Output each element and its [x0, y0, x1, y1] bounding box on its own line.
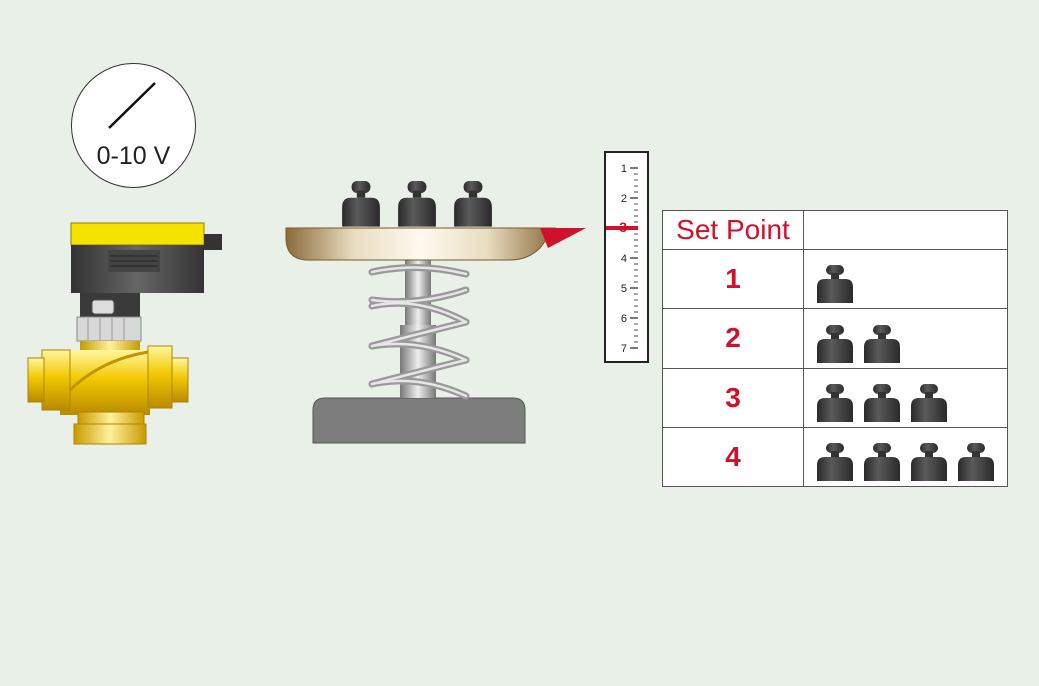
plate-weight — [342, 181, 380, 227]
scale-tick-label: 4 — [621, 253, 627, 265]
set-point-number: 4 — [662, 426, 804, 488]
table-row: 2 — [662, 308, 1008, 369]
weight-icon — [817, 324, 853, 363]
scale-tick-label: 2 — [621, 193, 627, 205]
weight-icon — [911, 383, 947, 422]
scale-tick-label: 6 — [621, 313, 627, 325]
scale-tick-label: 5 — [621, 283, 627, 295]
weight-icons — [817, 265, 853, 304]
set-point-number: 3 — [662, 367, 804, 428]
position-scale: 1 2 3 4 5 6 7 — [604, 151, 649, 363]
set-point-number: 1 — [662, 249, 804, 310]
set-point-weights — [803, 308, 1008, 369]
weight-icon — [817, 265, 853, 304]
set-point-header: Set Point — [662, 209, 804, 251]
weight-icon — [864, 443, 900, 481]
set-point-weights — [803, 249, 1008, 310]
set-point-weights — [803, 426, 1008, 488]
weight-icon — [911, 443, 947, 481]
weight-icon — [817, 383, 853, 422]
weight-icons — [817, 324, 900, 363]
scale-tick-label: 3 — [619, 219, 627, 235]
plate-weights — [342, 181, 492, 227]
table-row: 1 — [662, 249, 1008, 310]
plate-weight — [454, 181, 492, 227]
weight-icon — [958, 443, 994, 481]
scale-tick-label: 1 — [621, 163, 627, 175]
table-row: 4 — [662, 426, 1008, 488]
set-point-weights — [803, 367, 1008, 428]
scale-tick-label: 7 — [621, 343, 627, 355]
weight-icons — [817, 443, 994, 481]
signal-indicator: 0-10 V — [71, 63, 196, 188]
table-header-empty — [803, 209, 1008, 251]
table-header-row: Set Point — [662, 209, 1008, 251]
valve-actuator — [27, 222, 222, 445]
analog-signal-icon — [107, 81, 156, 129]
weight-icon — [864, 383, 900, 422]
table-row: 3 — [662, 367, 1008, 428]
spring-mechanism — [285, 181, 586, 444]
signal-label: 0-10 V — [96, 142, 171, 170]
weight-icons — [817, 383, 947, 422]
plate-weight — [398, 181, 436, 227]
weight-icon — [817, 443, 853, 481]
weight-icon — [864, 324, 900, 363]
set-point-number: 2 — [662, 308, 804, 369]
